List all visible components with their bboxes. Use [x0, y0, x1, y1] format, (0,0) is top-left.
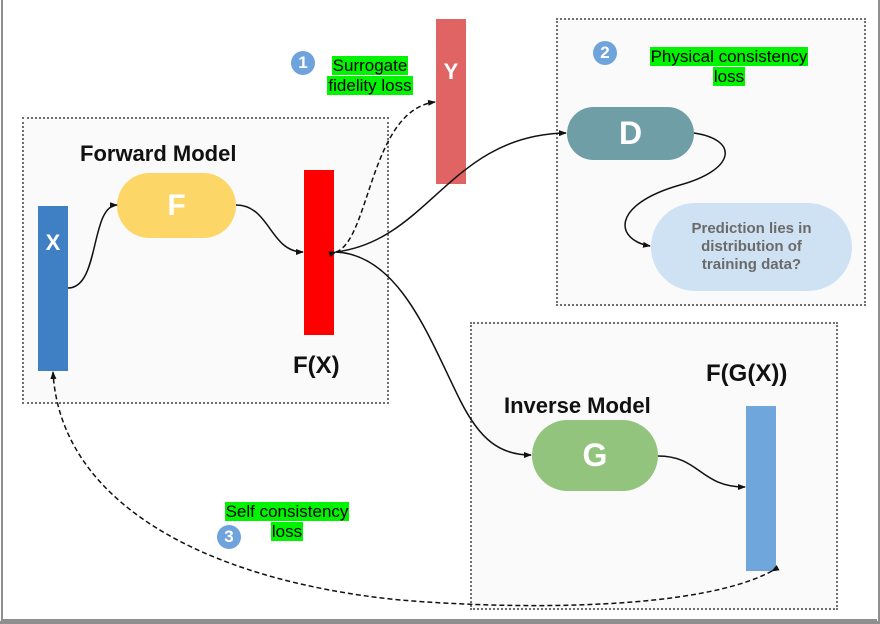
- inverse-model-title: Inverse Model: [504, 393, 651, 418]
- outer-frame-bottom: [0, 621, 880, 624]
- physical-consistency-loss-label: Physical consistency loss: [626, 47, 832, 87]
- surrogate-fidelity-loss-label: Surrogate fidelity loss: [315, 56, 425, 96]
- distribution-question-text: Prediction lies in distribution of train…: [691, 220, 812, 273]
- y-target-bar: Y: [436, 19, 466, 184]
- inverse-model-node-g: G: [532, 420, 658, 491]
- y-label: Y: [443, 59, 459, 84]
- loss-number-1-badge: 1: [291, 51, 315, 75]
- d-label: D: [618, 115, 643, 151]
- forward-model-title: Forward Model: [80, 141, 237, 166]
- outer-frame-right: [878, 0, 880, 624]
- x-label: X: [45, 230, 61, 255]
- distribution-question-node: Prediction lies in distribution of train…: [651, 203, 852, 291]
- loss-3-line-2: loss: [270, 522, 304, 541]
- loss-2-number: 2: [600, 43, 610, 62]
- loss-1-line-2: fidelity loss: [327, 76, 413, 95]
- f-label: F: [167, 188, 186, 222]
- loss-1-line-1: Surrogate: [331, 56, 409, 75]
- fgx-output-bar: [746, 406, 776, 571]
- g-label: G: [582, 437, 608, 473]
- forward-model-node-f: F: [117, 173, 236, 238]
- fx-label: F(X): [293, 352, 340, 379]
- loss-1-number: 1: [298, 53, 308, 72]
- self-consistency-loss-label: Self consistency loss: [204, 502, 370, 542]
- loss-3-line-1: Self consistency: [224, 502, 350, 521]
- loss-number-2-badge: 2: [593, 41, 617, 65]
- fgx-label: F(G(X)): [706, 360, 788, 387]
- loss-2-line-2: loss: [712, 67, 746, 86]
- fx-output-bar: [304, 170, 334, 335]
- discriminator-node-d: D: [567, 107, 694, 160]
- loss-2-line-1: Physical consistency: [649, 47, 809, 66]
- x-input-bar: X: [38, 206, 68, 371]
